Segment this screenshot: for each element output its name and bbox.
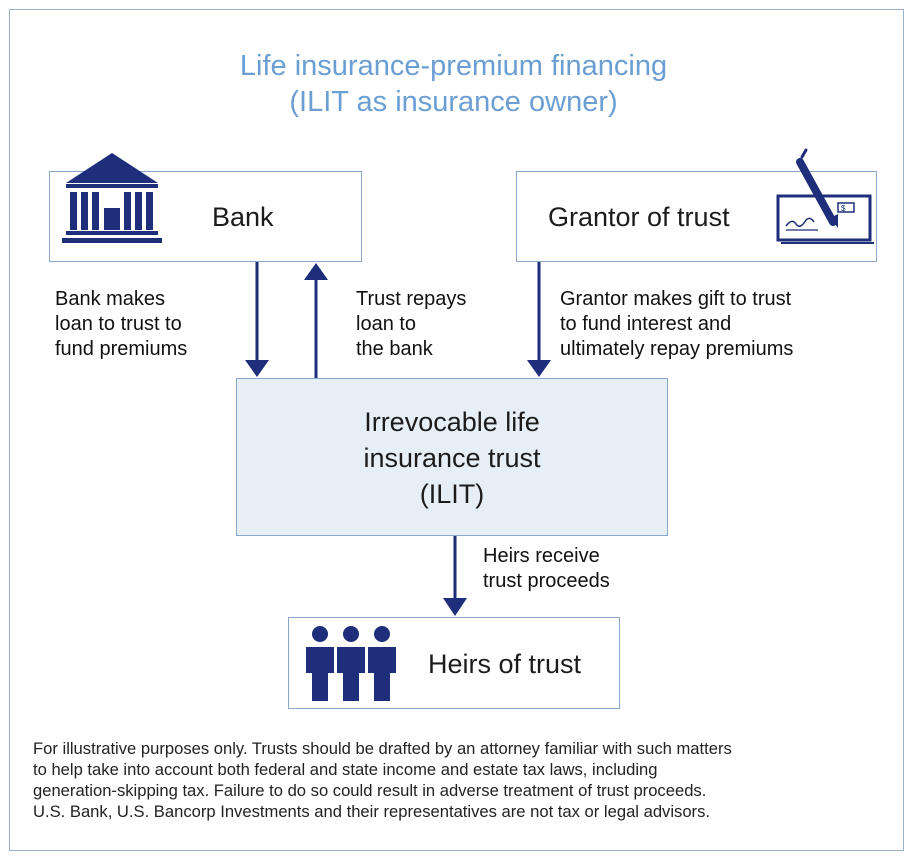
disclaimer-line-2: to help take into account both federal a…: [33, 760, 658, 779]
trust-repays-arrow: [304, 263, 328, 378]
check-and-pen-icon: $: [776, 148, 874, 244]
disclaimer-line-4: U.S. Bank, U.S. Bancorp Investments and …: [33, 802, 710, 821]
title-line-1: Life insurance-premium financing: [239, 50, 668, 82]
diagram-title: Life insurance-premium financing (ILIT a…: [0, 48, 907, 120]
trust-repays-label: Trust repays loan to the bank: [356, 287, 466, 362]
grantor-gift-line-1: Grantor makes gift to trust: [560, 288, 792, 310]
check-dollar-sign: $: [841, 204, 846, 213]
bank-loan-line-2: loan to trust to: [55, 313, 182, 335]
bank-loan-line-3: fund premiums: [55, 338, 188, 360]
heirs-receive-label: Heirs receive trust proceeds: [483, 544, 610, 594]
trust-repays-line-1: Trust repays: [356, 288, 467, 310]
ilit-label: Irrevocable life insurance trust (ILIT): [236, 404, 668, 512]
heirs-receive-arrow: [443, 536, 467, 616]
bank-loan-arrow: [245, 262, 269, 377]
heirs-receive-line-2: trust proceeds: [483, 570, 610, 592]
trust-repays-line-3: the bank: [356, 338, 433, 360]
grantor-gift-line-2: to fund interest and: [560, 313, 732, 335]
disclaimer-line-3: generation-skipping tax. Failure to do s…: [33, 781, 707, 800]
grantor-gift-arrow: [527, 262, 551, 377]
ilit-label-line-2: insurance trust: [363, 443, 541, 473]
trust-repays-line-2: loan to: [356, 313, 417, 335]
people-group-icon: [306, 626, 396, 701]
ilit-label-line-3: (ILIT): [419, 479, 485, 509]
title-line-2: (ILIT as insurance owner): [289, 86, 618, 118]
ilit-box: [236, 378, 668, 536]
disclaimer: For illustrative purposes only. Trusts s…: [33, 738, 893, 822]
bank-box: [49, 171, 362, 262]
heirs-label: Heirs of trust: [428, 649, 582, 679]
disclaimer-line-1: For illustrative purposes only. Trusts s…: [33, 739, 732, 758]
bank-loan-line-1: Bank makes: [55, 288, 166, 310]
grantor-gift-line-3: ultimately repay premiums: [560, 338, 794, 360]
heirs-receive-line-1: Heirs receive: [483, 545, 600, 567]
bank-label: Bank: [212, 202, 274, 232]
ilit-label-line-1: Irrevocable life: [364, 407, 540, 437]
bank-loan-label: Bank makes loan to trust to fund premium…: [55, 287, 187, 362]
grantor-label: Grantor of trust: [548, 202, 730, 232]
bank-building-icon: [62, 153, 162, 243]
grantor-gift-label: Grantor makes gift to trust to fund inte…: [560, 287, 793, 362]
